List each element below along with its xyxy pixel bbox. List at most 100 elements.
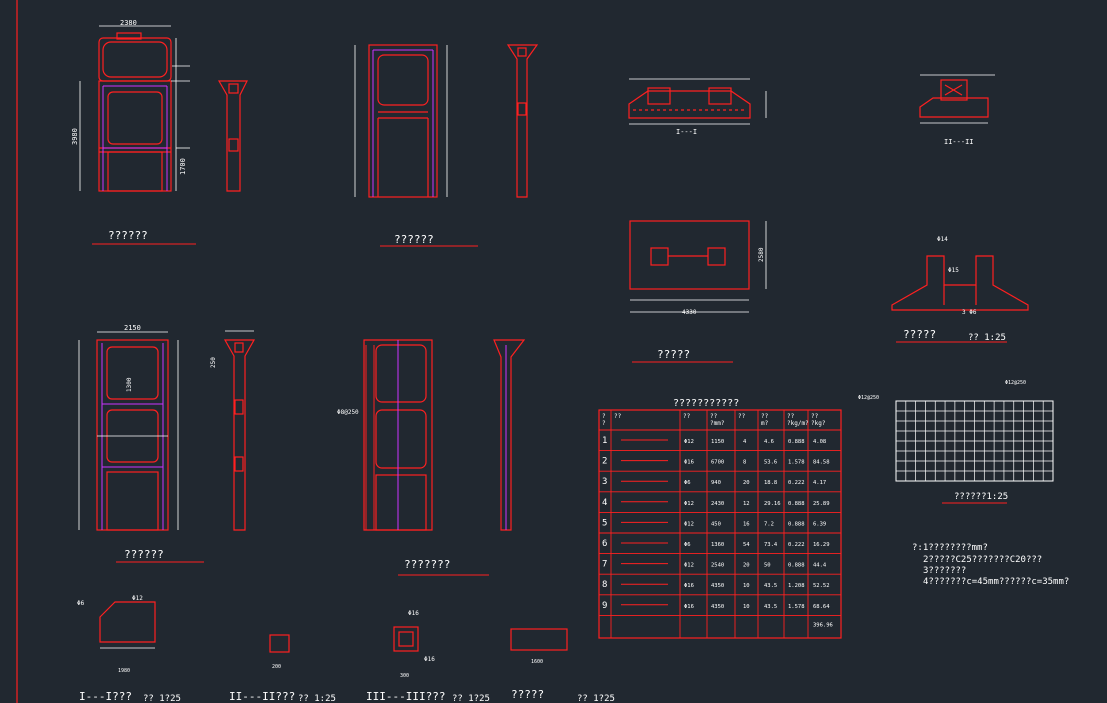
table-cell-no: 3 <box>602 477 607 487</box>
table-cell-dia: Φ16 <box>684 460 694 466</box>
table-cell-len: 1360 <box>711 542 724 548</box>
table-cell-unit: 1.578 <box>788 604 805 610</box>
rebar-label: Φ8@250 <box>337 409 359 416</box>
table-cell-total: 7.2 <box>764 521 774 527</box>
table-cell-unit: 0.888 <box>788 521 805 527</box>
table-cell-cnt: 20 <box>743 480 750 486</box>
table-cell-total: 18.8 <box>764 480 777 486</box>
side-column-3 <box>223 330 256 531</box>
table-cell-unit: 0.888 <box>788 439 805 445</box>
title-front-view-2: ?????? <box>394 233 434 246</box>
table-cell-dia: Φ12 <box>684 563 694 569</box>
table-cell-weight: 4.17 <box>813 480 826 486</box>
scale-section-1: ?? 1?25 <box>143 694 181 703</box>
front-view-3 <box>78 331 179 531</box>
table-cell-cnt: 16 <box>743 521 750 527</box>
title-front-view-3: ?????? <box>124 548 164 561</box>
table-cell-no: 9 <box>602 601 607 611</box>
dim-top-width-1: 2380 <box>120 19 137 27</box>
foundation-scale: ?? 1:25 <box>968 333 1006 343</box>
dim-mid-3: 1300 <box>126 377 133 392</box>
rebar-mesh <box>895 400 1054 482</box>
table-title: ??????????? <box>673 398 739 409</box>
table-cell-no: 8 <box>602 580 607 590</box>
table-cell-unit: 0.888 <box>788 501 805 507</box>
table-cell-unit: 0.888 <box>788 563 805 569</box>
dim-height-1: 3980 <box>71 128 79 145</box>
table-cell-unit: 1.578 <box>788 460 805 466</box>
dim-plan-width: 4330 <box>682 309 697 316</box>
title-section-2: II---II??? <box>229 690 295 703</box>
note-3: 3??????? <box>923 566 966 576</box>
notes: ?:1????????mm? 2?????C25???????C20??? 3?… <box>912 543 1069 587</box>
table-cell-no: 2 <box>602 457 607 467</box>
table-cell-cnt: 20 <box>743 563 750 569</box>
label-phi16-a: Φ16 <box>408 610 419 617</box>
table-header-cell: ?mm? <box>710 420 725 427</box>
side-column-2 <box>506 44 539 198</box>
table-header-cell: ?? <box>614 413 622 420</box>
section-small-top-right <box>919 74 995 124</box>
table-cell-no: 5 <box>602 518 607 528</box>
title-foundation-detail: ????? <box>903 328 936 341</box>
dim-top-3: 250 <box>210 357 217 368</box>
table-cell-len: 6700 <box>711 460 724 466</box>
section-3 <box>393 626 419 652</box>
table-cell-len: 450 <box>711 521 721 527</box>
dim-section3: 300 <box>400 673 409 679</box>
table-cell-dia: Φ12 <box>684 439 694 445</box>
table-header-cell: ?kg? <box>811 420 826 427</box>
table-header-cell: ? <box>602 413 606 420</box>
foundation-elevation <box>628 78 767 125</box>
table-cell-len: 4350 <box>711 583 724 589</box>
scale-section-2: ?? 1:25 <box>298 694 336 703</box>
table-header-cell: ?? <box>738 413 746 420</box>
section-2 <box>269 634 290 653</box>
table-header-cell: ?? <box>787 413 795 420</box>
dim-plan-height: 2580 <box>758 247 765 262</box>
table-cell-weight: 44.4 <box>813 563 827 569</box>
cut-label-a: I---I <box>676 128 697 136</box>
table-header-cell: ? <box>602 420 606 427</box>
title-section-1: I---I??? <box>79 690 132 703</box>
plan-view <box>629 220 767 313</box>
title-mesh: ??????1:25 <box>954 492 1008 502</box>
table-cell-unit: 0.222 <box>788 542 805 548</box>
mesh-label-a: Φ12@250 <box>858 395 879 401</box>
dim-width-3: 2150 <box>124 324 141 332</box>
front-view-1 <box>79 25 190 192</box>
callout-1: Φ14 <box>937 236 948 243</box>
front-view-2 <box>354 44 448 198</box>
table-cell-dia: Φ12 <box>684 501 694 507</box>
label-phi6: Φ6 <box>77 600 85 607</box>
dim-lower-1: 1700 <box>179 158 187 175</box>
mesh-label-b: Φ12@250 <box>1005 380 1026 386</box>
table-cell-dia: Φ6 <box>684 480 691 486</box>
table-header-cell: m? <box>761 420 769 427</box>
table-cell-dia: Φ16 <box>684 604 694 610</box>
table-header-cell: ?? <box>761 413 769 420</box>
dim-section4: 1600 <box>531 659 543 665</box>
table-cell-cnt: 54 <box>743 542 750 548</box>
table-cell-cnt: 10 <box>743 583 750 589</box>
table-cell-total: 73.4 <box>764 542 778 548</box>
table-cell-total: 43.5 <box>764 583 777 589</box>
table-cell-total: 53.6 <box>764 460 777 466</box>
title-rebar-view: ??????? <box>404 558 450 571</box>
table-cell-no: 7 <box>602 560 607 570</box>
section-1 <box>99 601 156 649</box>
section-4 <box>510 628 568 651</box>
table-cell-dia: Φ16 <box>684 583 694 589</box>
table-header-cell: ?? <box>710 413 718 420</box>
title-section-3: III---III??? <box>366 690 445 703</box>
dim-section1: 1980 <box>118 668 130 674</box>
label-phi16-b: Φ16 <box>424 656 435 663</box>
foundation-detail <box>891 255 1029 311</box>
dim-section2: 200 <box>272 664 281 670</box>
table-cell-dia: Φ12 <box>684 521 694 527</box>
table-cell-total: 29.16 <box>764 501 781 507</box>
table-cell-weight: 6.39 <box>813 521 826 527</box>
table-cell-unit: 0.222 <box>788 480 805 486</box>
